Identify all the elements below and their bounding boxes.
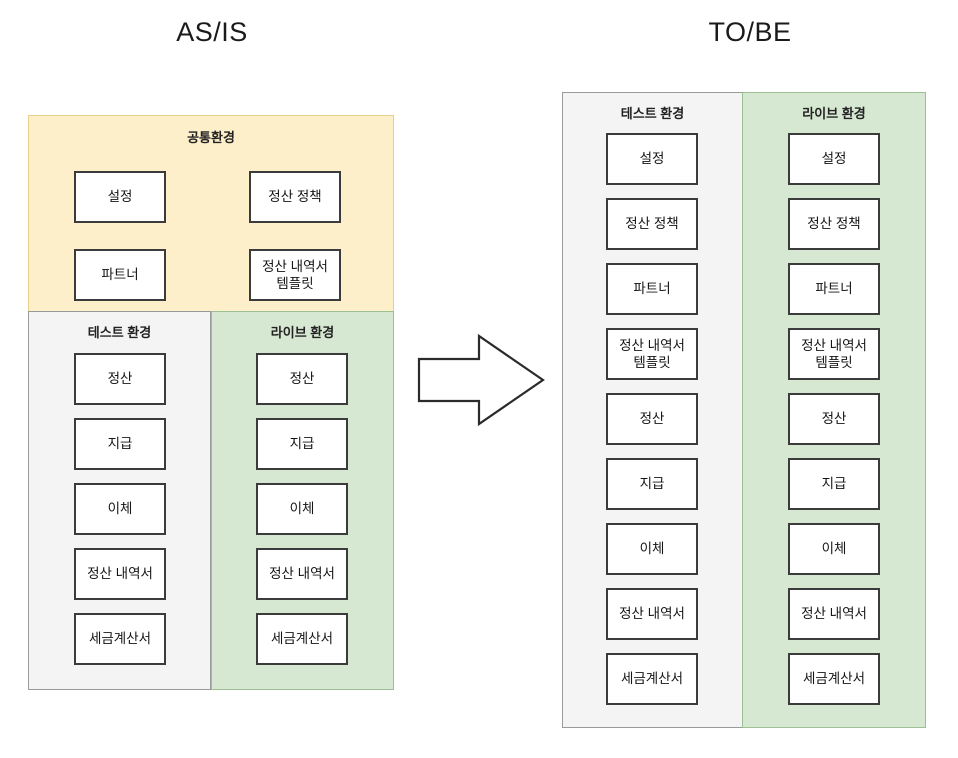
asis-test-environment-label: 테스트 환경 [87, 325, 152, 340]
tobe-live-item-box[interactable]: 정산 내역서 템플릿 [788, 328, 880, 380]
tobe-test-item-box[interactable]: 정산 [606, 393, 698, 445]
asis-common-item-box[interactable]: 설정 [74, 171, 166, 223]
asis-common-item-box[interactable]: 정산 정책 [249, 171, 341, 223]
tobe-test-item-box[interactable]: 지급 [606, 458, 698, 510]
asis-test-item-box[interactable]: 지급 [74, 418, 166, 470]
asis-common-item-box[interactable]: 파트너 [74, 249, 166, 301]
asis-live-item-box[interactable]: 정산 내역서 [256, 548, 348, 600]
tobe-live-item-box[interactable]: 정산 내역서 [788, 588, 880, 640]
asis-section-title: AS/IS [176, 17, 248, 47]
tobe-live-item-box[interactable]: 이체 [788, 523, 880, 575]
tobe-live-item-box[interactable]: 지급 [788, 458, 880, 510]
tobe-live-item-box[interactable]: 파트너 [788, 263, 880, 315]
tobe-live-environment-label: 라이브 환경 [802, 106, 866, 121]
asis-live-item-box[interactable]: 이체 [256, 483, 348, 535]
asis-common-environment-label: 공통환경 [187, 130, 235, 145]
rightwards-transition-arrow-icon [417, 333, 545, 427]
tobe-test-item-box[interactable]: 세금계산서 [606, 653, 698, 705]
asis-test-item-box[interactable]: 정산 [74, 353, 166, 405]
tobe-test-item-box[interactable]: 정산 내역서 [606, 588, 698, 640]
asis-test-item-box[interactable]: 세금계산서 [74, 613, 166, 665]
asis-test-item-box[interactable]: 정산 내역서 [74, 548, 166, 600]
asis-live-environment-label: 라이브 환경 [270, 325, 335, 340]
tobe-section-title: TO/BE [708, 17, 792, 47]
tobe-test-environment-label: 테스트 환경 [620, 106, 685, 121]
tobe-live-item-box[interactable]: 정산 [788, 393, 880, 445]
tobe-test-item-box[interactable]: 설정 [606, 133, 698, 185]
asis-common-item-box[interactable]: 정산 내역서 템플릿 [249, 249, 341, 301]
tobe-test-item-box[interactable]: 정산 정책 [606, 198, 698, 250]
tobe-test-item-box[interactable]: 파트너 [606, 263, 698, 315]
asis-live-item-box[interactable]: 지급 [256, 418, 348, 470]
tobe-live-item-box[interactable]: 정산 정책 [788, 198, 880, 250]
tobe-test-item-box[interactable]: 정산 내역서 템플릿 [606, 328, 698, 380]
asis-test-item-box[interactable]: 이체 [74, 483, 166, 535]
tobe-test-item-box[interactable]: 이체 [606, 523, 698, 575]
tobe-live-item-box[interactable]: 세금계산서 [788, 653, 880, 705]
asis-live-item-box[interactable]: 세금계산서 [256, 613, 348, 665]
tobe-live-item-box[interactable]: 설정 [788, 133, 880, 185]
asis-live-item-box[interactable]: 정산 [256, 353, 348, 405]
